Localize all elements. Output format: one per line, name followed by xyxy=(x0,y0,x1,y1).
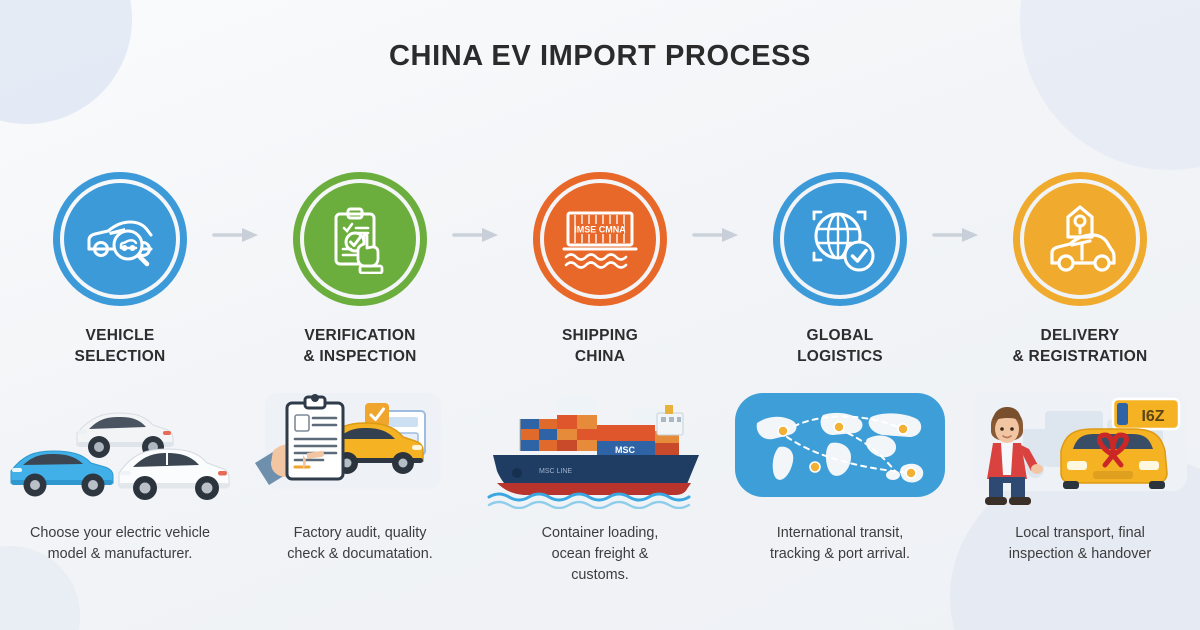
arrow-right-icon xyxy=(452,228,498,242)
process-step-global-logistics[interactable]: GLOBAL LOGISTICS xyxy=(720,172,978,592)
step-5-caption: Local transport, final inspection & hand… xyxy=(1008,525,1152,563)
badge-disc xyxy=(784,183,896,295)
page-title: CHINA EV IMPORT PROCESS xyxy=(389,40,811,72)
process-step-verification-inspection[interactable]: VERIFICATION & INSPECTION xyxy=(240,172,498,592)
world-map-routes-illustration xyxy=(735,393,945,498)
step-2-caption: Factory audit, quality check & documatat… xyxy=(287,525,433,563)
step-4-icon-badge[interactable] xyxy=(773,172,907,306)
svg-text:MSC LINE: MSC LINE xyxy=(539,468,572,475)
badge-disc xyxy=(544,183,656,295)
decor-blob-top-right xyxy=(1020,0,1200,170)
globe-tracking-check-icon xyxy=(812,210,875,272)
step-3-label: SHIPPING CHINA xyxy=(561,327,639,365)
shipping-container-waves-icon: IMSE CMNA xyxy=(562,211,638,269)
step-1-caption: Choose your electric vehicle model & man… xyxy=(30,525,210,563)
step-1-label: VEHICLE SELECTION xyxy=(74,327,166,365)
license-plate-text: I6Z xyxy=(1141,408,1164,425)
process-step-delivery-registration[interactable]: DELIVERY & REGISTRATION I6Z xyxy=(960,172,1200,592)
process-steps-row: VEHICLE SELECTION xyxy=(0,172,1200,592)
container-ship-illustration: MSC MSC LINE xyxy=(487,396,699,510)
container-text: IMSE CMNA xyxy=(574,225,626,235)
step-2-label: VERIFICATION & INSPECTION xyxy=(303,327,417,365)
step-2-icon-badge[interactable] xyxy=(293,172,427,306)
step-3-icon-badge[interactable]: IMSE CMNA xyxy=(533,172,667,306)
step-4-illustration xyxy=(727,385,953,509)
hand-clipboard-yellow-car-illustration xyxy=(255,393,441,490)
step-5-illustration: I6Z xyxy=(967,385,1193,509)
arrow-right-icon xyxy=(212,228,258,242)
step-1-icon-badge[interactable] xyxy=(53,172,187,306)
badge-ring xyxy=(533,172,667,306)
process-step-vehicle-selection[interactable]: VEHICLE SELECTION xyxy=(0,172,258,592)
car-key-lock-icon xyxy=(1050,205,1116,272)
step-3-illustration: MSC MSC LINE xyxy=(487,385,713,510)
step-5-label: DELIVERY & REGISTRATION xyxy=(1012,327,1148,365)
step-4-label: GLOBAL LOGISTICS xyxy=(797,327,883,365)
svg-text:MSC: MSC xyxy=(615,445,636,455)
step-3-caption: Container loading, ocean freight & custo… xyxy=(541,525,659,583)
step-1-illustration xyxy=(7,385,233,509)
badge-ring xyxy=(53,172,187,306)
man-handover-yellow-car-illustration: I6Z xyxy=(973,391,1187,506)
badge-ring xyxy=(1013,172,1147,306)
car-magnifier-icon xyxy=(87,220,153,267)
arrow-right-icon xyxy=(932,228,978,242)
clipboard-check-hand-icon xyxy=(334,207,384,274)
step-4-caption: International transit, tracking & port a… xyxy=(770,525,910,563)
badge-ring xyxy=(293,172,427,306)
step-5-icon-badge[interactable] xyxy=(1013,172,1147,306)
arrow-right-icon xyxy=(692,228,738,242)
three-electric-cars-illustration xyxy=(10,412,230,501)
process-step-shipping-china[interactable]: IMSE CMNA SHIPPING CHINA xyxy=(480,172,738,592)
step-2-illustration xyxy=(247,385,473,509)
badge-ring xyxy=(773,172,907,306)
